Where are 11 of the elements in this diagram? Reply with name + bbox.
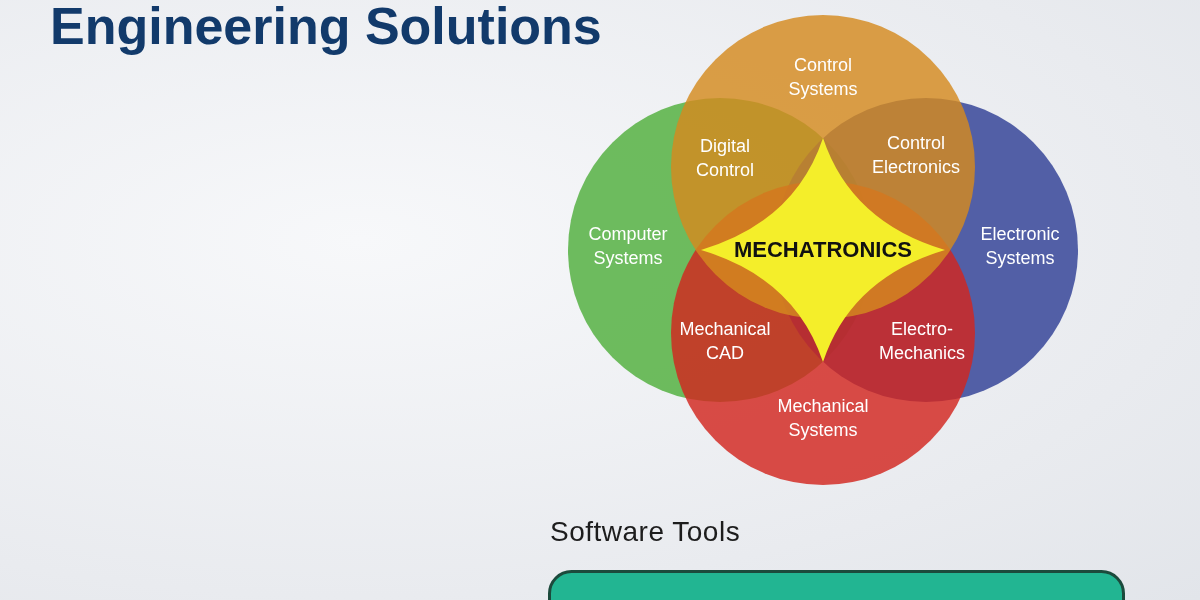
overlap-label: Digital Control bbox=[695, 134, 755, 182]
circle-label: Control Systems bbox=[787, 53, 859, 101]
overlap-label: Mechanical CAD bbox=[678, 317, 772, 365]
circle-label: Computer Systems bbox=[587, 222, 669, 270]
overlap-label: Electro- Mechanics bbox=[877, 317, 966, 365]
circle-label: Electronic Systems bbox=[979, 222, 1061, 270]
section-heading: Software Tools bbox=[550, 516, 741, 548]
circle-label: Mechanical Systems bbox=[776, 394, 870, 442]
overlap-label: Control Electronics bbox=[871, 131, 961, 179]
center-label: MECHATRONICS bbox=[733, 236, 913, 265]
title: Engineering Solutions bbox=[50, 0, 602, 56]
